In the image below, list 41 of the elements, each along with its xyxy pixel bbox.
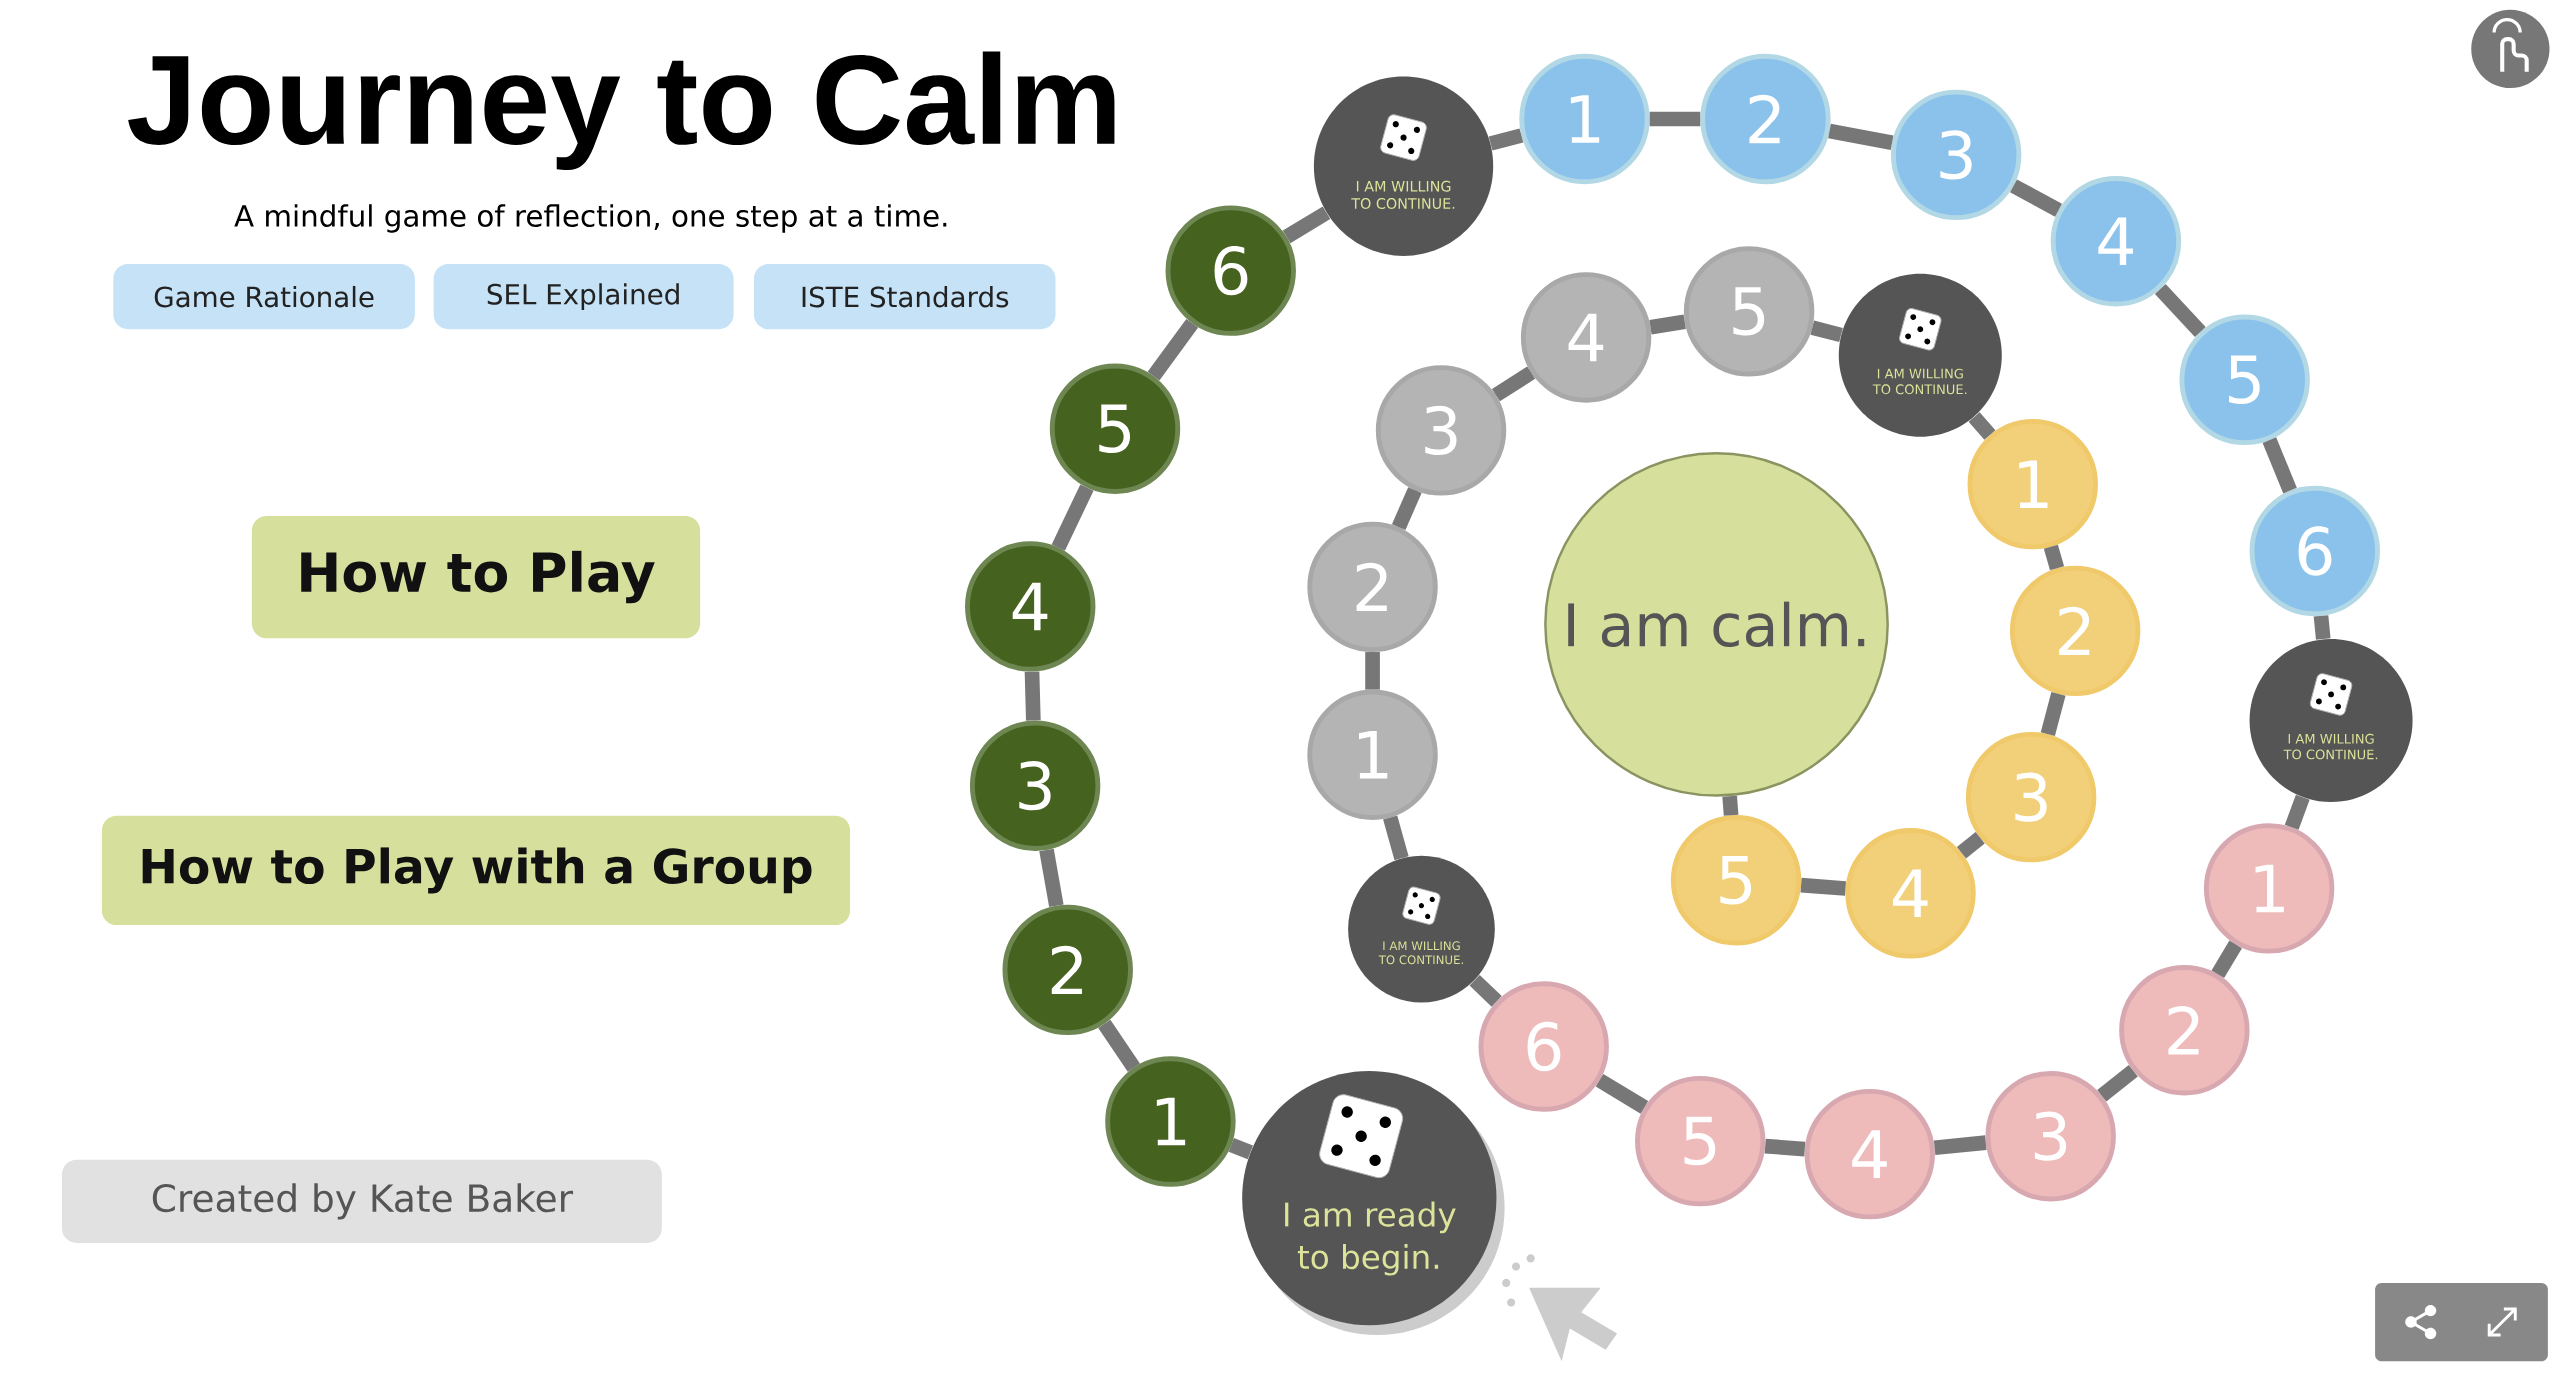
connector — [1469, 974, 1502, 1007]
connector — [1228, 1138, 1253, 1160]
connector — [1491, 366, 1536, 402]
connector — [1383, 815, 1409, 861]
button: SEL Explained — [433, 264, 734, 330]
title: Journey to Calm — [128, 51, 1115, 171]
connector — [1933, 1135, 1987, 1155]
connector — [2097, 1064, 2138, 1102]
connector — [1365, 651, 1380, 690]
connector — [2154, 283, 2206, 337]
connector — [1800, 877, 1847, 896]
connector — [2262, 437, 2297, 494]
connector — [1968, 412, 1996, 440]
connector — [1956, 831, 1985, 859]
subtitle: A mindful game of reflection, one step at a time. — [234, 204, 947, 233]
button: Created by Kate Baker — [61, 1159, 662, 1243]
connector — [1649, 111, 1701, 127]
connector — [2040, 691, 2066, 736]
button: Game Rationale — [113, 264, 415, 330]
connector — [1147, 318, 1199, 381]
connector — [1595, 1073, 1649, 1114]
button: ISTE Standards — [753, 264, 1056, 330]
connector — [1722, 795, 1739, 816]
connector — [2211, 940, 2242, 978]
connector — [1488, 128, 1524, 151]
connector — [1282, 206, 1331, 244]
connector — [2313, 615, 2331, 640]
connector — [2043, 544, 2065, 571]
connector — [2284, 794, 2310, 830]
connector — [1098, 1019, 1140, 1072]
button: How to Play with a Group — [101, 815, 851, 925]
button: How to Play — [251, 515, 701, 639]
connector — [1764, 1138, 1806, 1157]
connector — [1024, 671, 1041, 721]
connector — [1051, 484, 1094, 551]
connector — [1810, 320, 1843, 342]
connector — [1649, 314, 1686, 335]
connector — [1828, 123, 1894, 150]
connector — [1391, 487, 1422, 530]
connector — [2010, 179, 2063, 217]
connector — [1039, 848, 1064, 907]
